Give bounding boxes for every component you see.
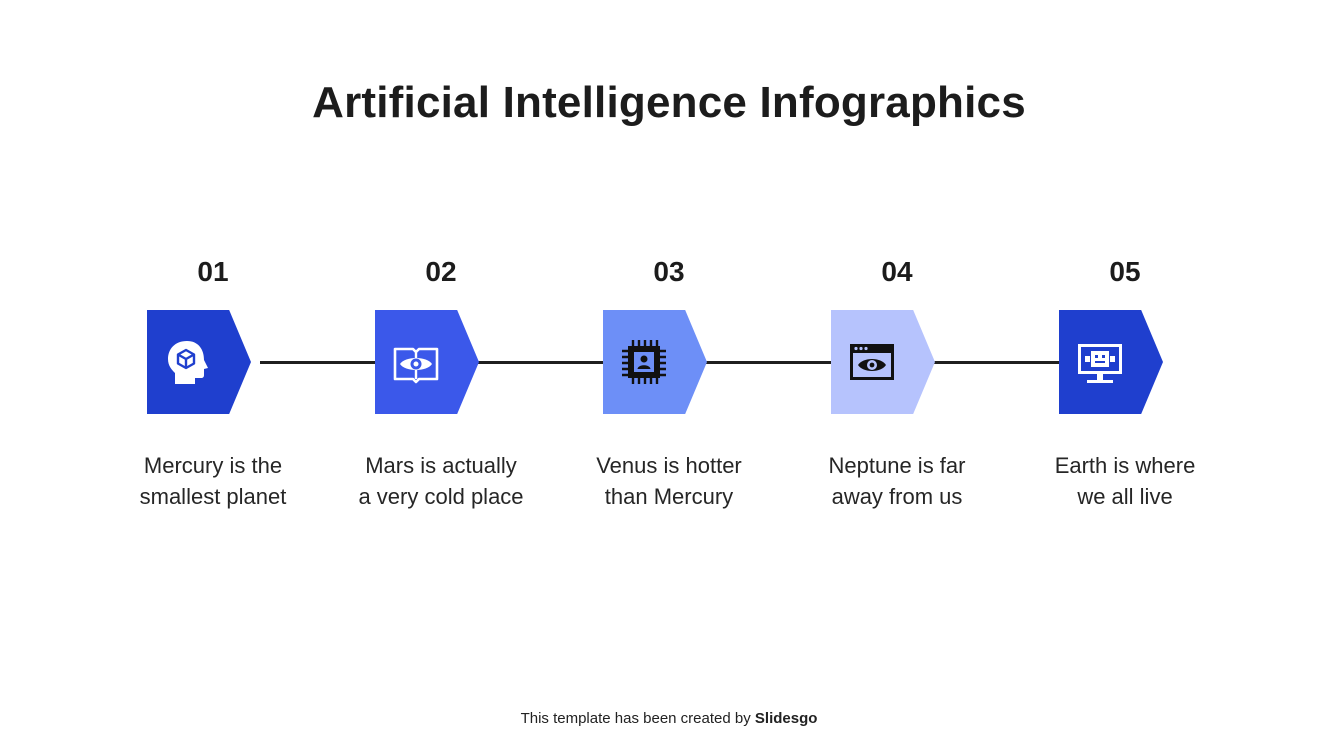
step-5-badge xyxy=(1059,310,1163,414)
footer-credit: This template has been created by Slides… xyxy=(0,710,1338,727)
step-2: 02 Mars is actually a very cold place xyxy=(326,250,556,530)
step-1-badge xyxy=(147,310,251,414)
footer-text: This template has been created by xyxy=(520,710,755,727)
step-1: 01 Mercury is the smallest planet xyxy=(98,250,328,530)
step-3-badge xyxy=(603,310,707,414)
step-description: Venus is hotter than Mercury xyxy=(596,453,742,509)
chip-user-icon xyxy=(619,337,669,387)
step-2-badge xyxy=(375,310,479,414)
step-description: Earth is where we all live xyxy=(1054,453,1196,509)
step-5: 05 Earth is where we all live xyxy=(1010,250,1240,530)
head-cube-icon xyxy=(163,337,213,387)
step-description: Mars is actually a very cold place xyxy=(358,453,524,509)
step-number: 03 xyxy=(653,256,685,287)
browser-eye-icon xyxy=(847,337,897,387)
step-number: 02 xyxy=(425,256,457,287)
step-number: 04 xyxy=(881,256,913,287)
footer-brand-link[interactable]: Slidesgo xyxy=(754,710,818,727)
robot-monitor-icon xyxy=(1075,337,1125,387)
step-4-badge xyxy=(831,310,935,414)
step-4: 04 Neptune is far away from us xyxy=(782,250,1012,530)
book-eye-icon xyxy=(391,337,441,387)
page-title: Artificial Intelligence Infographics xyxy=(312,78,1026,127)
step-3: 03 Venus is hotter than Mercury xyxy=(554,250,784,530)
step-description: Mercury is the smallest planet xyxy=(139,453,287,509)
step-number: 01 xyxy=(197,256,229,287)
step-number: 05 xyxy=(1109,256,1141,287)
step-description: Neptune is far away from us xyxy=(828,453,966,509)
